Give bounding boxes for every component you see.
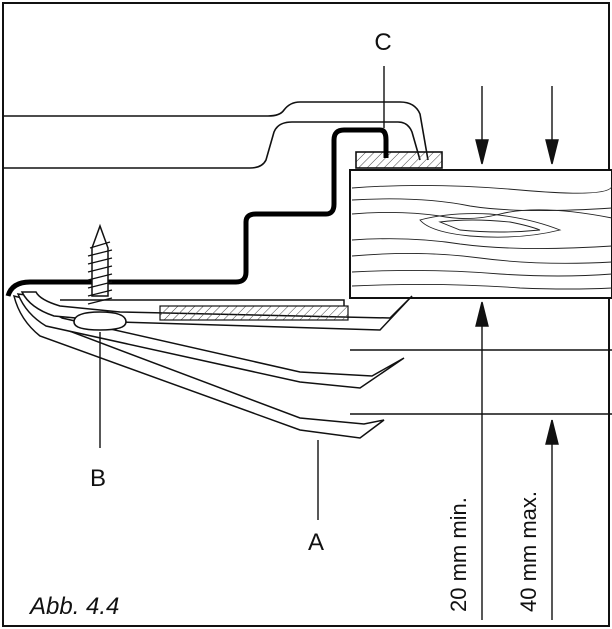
arrow-up-40 [545,419,559,445]
screw-b [73,223,127,331]
seal-profile [5,127,389,297]
callout-b: B [90,465,106,492]
appliance-rail [3,101,429,169]
arrow-down-40 [545,139,559,165]
dimension-lines [475,86,559,620]
arrow-up-20 [475,301,489,327]
wood-grain [351,184,612,290]
dimension-40mm-max: 40 mm max. [516,491,541,612]
figure-caption: Abb. 4.4 [28,593,119,620]
arrow-down-20 [475,139,489,165]
clamp-plate-c [355,151,443,169]
callout-c: C [374,29,391,56]
worktop-board [349,169,612,415]
leader-lines [99,66,385,520]
callout-a: A [308,529,324,556]
clip-bracket-a [12,291,413,439]
dimension-20mm-min: 20 mm min. [446,497,471,612]
